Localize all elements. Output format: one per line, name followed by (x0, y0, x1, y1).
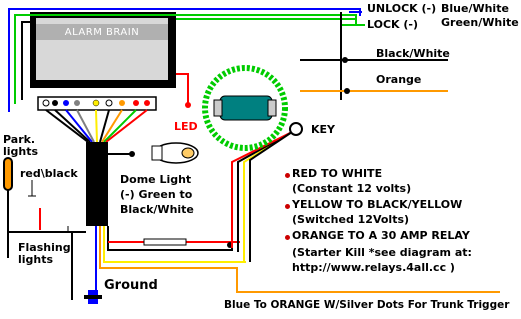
right-trunk-lines (300, 57, 448, 94)
park-light-wiring (3, 157, 86, 300)
note-2-detail: (Switched 12Volts) (292, 213, 410, 226)
dome-light-wire (108, 151, 135, 157)
trunk-trigger-label: Blue To ORANGE W/Silver Dots For Trunk T… (224, 299, 510, 311)
relay-ring (202, 65, 288, 151)
lock-wires (176, 11, 365, 100)
unlock-label: UNLOCK (-) (367, 2, 437, 15)
note-2-title: YELLOW TO BLACK/YELLOW (292, 198, 463, 211)
park-lights-label: Park. lights (3, 133, 39, 158)
wire-bundle (86, 142, 108, 226)
lock-label: LOCK (-) (367, 18, 419, 31)
ground-symbol (84, 290, 102, 304)
note-bullet-3 (285, 235, 290, 240)
note-1-detail: (Constant 12 volts) (292, 182, 412, 195)
black-white-label: Black/White (376, 47, 450, 60)
note-bullet-2 (285, 204, 290, 209)
flashing-lights-label: Flashing lights (18, 241, 71, 266)
alarm-brain-title: ALARM BRAIN (64, 27, 140, 38)
note-bullet-1 (285, 173, 290, 178)
bundle-bottom-wires (95, 226, 500, 293)
note-3-detail: (Starter Kill *see diagram at: http://ww… (292, 246, 472, 274)
orange-label: Orange (376, 73, 422, 86)
note-1-title: RED TO WHITE (292, 167, 383, 180)
alarm-brain-module (30, 12, 176, 88)
note-3-title: ORANGE TO A 30 AMP RELAY (292, 229, 470, 242)
ground-label: Ground (104, 278, 158, 293)
harness-fan (45, 109, 148, 143)
red-black-label: red\black (20, 167, 78, 180)
blue-white-label: Blue/White (441, 2, 509, 15)
led-label: LED (174, 120, 198, 133)
connector-bar (37, 96, 157, 111)
dome-light-label: Dome Light (-) Green to Black/White (120, 173, 194, 216)
led-wire (176, 73, 191, 108)
green-white-label: Green/White (441, 16, 519, 29)
dome-light-bulb (151, 142, 199, 164)
key-label: KEY (311, 123, 336, 136)
key-wiring (231, 122, 303, 262)
